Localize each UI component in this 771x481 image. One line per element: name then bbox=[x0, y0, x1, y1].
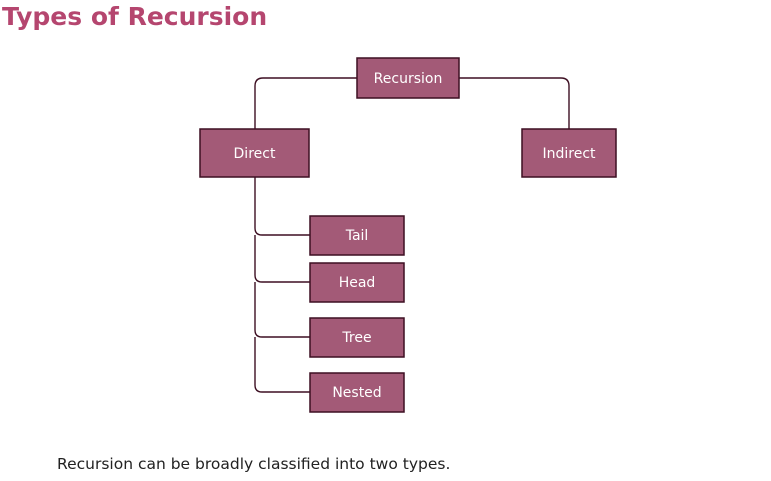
node-recursion: Recursion bbox=[356, 57, 460, 99]
node-indirect: Indirect bbox=[521, 128, 617, 178]
caption-text: Recursion can be broadly classified into… bbox=[57, 455, 451, 473]
node-indirect-label: Indirect bbox=[542, 146, 596, 162]
node-nested-label: Nested bbox=[332, 385, 381, 401]
edge-direct-nested bbox=[254, 337, 310, 393]
node-recursion-label: Recursion bbox=[374, 71, 443, 87]
edge-recursion-direct bbox=[254, 77, 357, 129]
edge-recursion-indirect bbox=[459, 77, 570, 129]
node-head: Head bbox=[309, 262, 405, 303]
node-nested: Nested bbox=[309, 372, 405, 413]
node-tree: Tree bbox=[309, 317, 405, 358]
node-tail-label: Tail bbox=[345, 228, 369, 244]
edge-direct-tree bbox=[254, 282, 310, 338]
node-head-label: Head bbox=[339, 275, 376, 291]
edge-direct-head bbox=[254, 235, 310, 283]
node-tree-label: Tree bbox=[341, 330, 371, 346]
page-title: Types of Recursion bbox=[2, 2, 268, 31]
node-tail: Tail bbox=[309, 215, 405, 256]
node-direct-label: Direct bbox=[234, 146, 276, 162]
edge-direct-tail bbox=[254, 177, 310, 236]
node-direct: Direct bbox=[199, 128, 310, 178]
